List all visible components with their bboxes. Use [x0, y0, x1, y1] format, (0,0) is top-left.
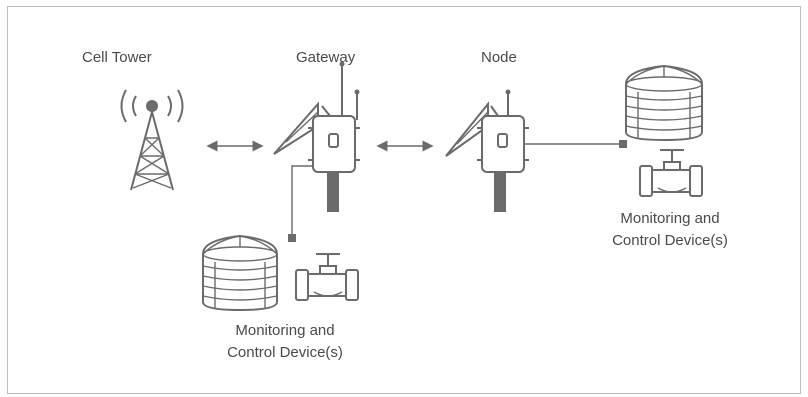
left-caption-line1: Monitoring and — [235, 322, 335, 339]
right-caption-line1: Monitoring and — [620, 210, 720, 227]
left-caption-line2: Control Device(s) — [227, 344, 343, 361]
right-caption-line2: Control Device(s) — [612, 232, 728, 249]
left-tank-icon — [202, 234, 278, 312]
gateway-icon — [273, 61, 360, 242]
right-valve-icon — [639, 149, 703, 197]
cell-tower-icon — [120, 89, 184, 191]
node-icon — [445, 89, 627, 212]
gateway-label: Gateway — [296, 49, 356, 66]
left-device-caption: Monitoring and Control Device(s) — [185, 320, 385, 364]
right-tank-icon — [625, 64, 703, 142]
left-valve-icon — [295, 253, 359, 301]
right-device-caption: Monitoring and Control Device(s) — [570, 208, 770, 252]
node-label: Node — [481, 49, 517, 66]
cell-tower-label: Cell Tower — [82, 49, 152, 66]
